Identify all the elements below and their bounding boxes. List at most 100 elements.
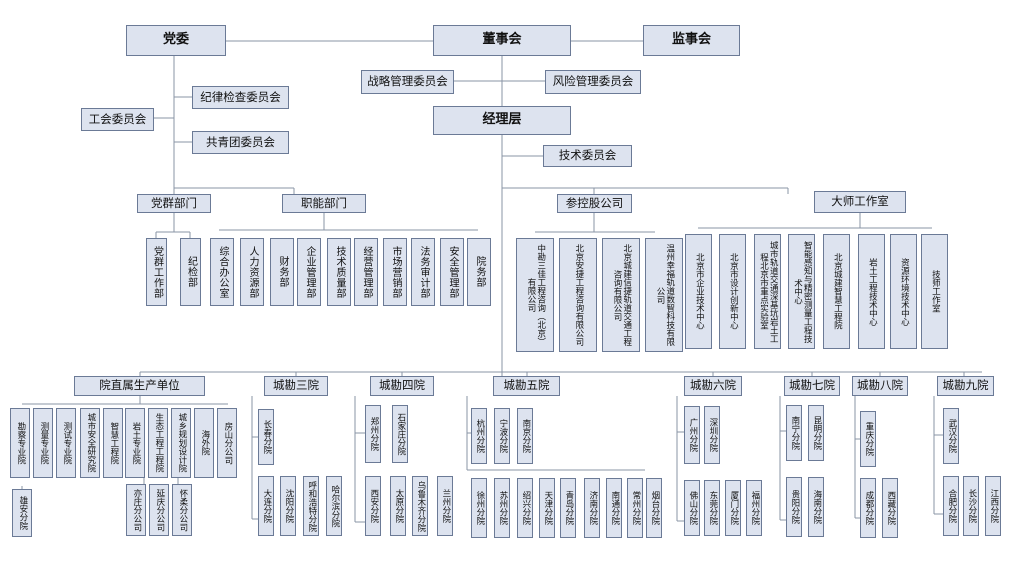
risk-committee-box: 风险管理委员会 (545, 70, 641, 94)
institute-header: 城勘三院 (264, 376, 328, 396)
branch-item: 兰州分院 (437, 476, 453, 536)
branch-item: 哈尔滨分院 (326, 476, 342, 536)
branch-item: 成都分院 (860, 478, 876, 538)
branch-item: 杭州分院 (471, 408, 487, 464)
supervisory-board-box: 监事会 (643, 25, 740, 56)
institute-header: 城勘八院 (852, 376, 908, 396)
direct-unit-item: 雄安分院 (12, 489, 32, 537)
branch-item: 郑州分院 (365, 405, 381, 463)
direct-unit-item: 城乡规划设计院 (171, 408, 191, 478)
institute-header: 院直属生产单位 (74, 376, 205, 396)
board-box: 董事会 (433, 25, 571, 56)
institute-header: 城勘七院 (784, 376, 840, 396)
functional-item: 市场营销部 (383, 238, 407, 306)
functional-item: 综合办公室 (210, 238, 234, 306)
branch-item: 宁波分院 (494, 408, 510, 464)
group-holding: 参控股公司 (557, 194, 632, 213)
strategy-committee-box: 战略管理委员会 (361, 70, 454, 94)
direct-unit-item: 城市安全研究院 (80, 408, 100, 478)
direct-unit-item: 智慧工程院 (103, 408, 123, 478)
functional-item: 财务部 (270, 238, 294, 306)
branch-item: 深圳分院 (704, 406, 720, 464)
branch-item: 佛山分院 (684, 480, 700, 536)
direct-unit-item: 怀柔分公司 (172, 484, 192, 536)
discipline-committee-box: 纪律检查委员会 (192, 86, 289, 109)
branch-item: 沈阳分院 (280, 476, 296, 536)
party-mass-item: 纪检部 (180, 238, 201, 306)
studio-item: 北京市设计创新中心 (719, 234, 746, 349)
direct-unit-item: 亦庄分公司 (126, 484, 146, 536)
branch-item: 东莞分院 (704, 480, 720, 536)
tech-committee-box: 技术委员会 (543, 145, 632, 167)
group-party-mass: 党群部门 (137, 194, 211, 213)
branch-item: 苏州分院 (494, 478, 510, 538)
direct-unit-item: 房山分公司 (217, 408, 237, 478)
holding-company-item: 北京安捷工程咨询有限公司 (559, 238, 597, 352)
party-mass-item: 党群工作部 (146, 238, 167, 306)
youth-league-committee-box: 共青团委员会 (192, 131, 289, 154)
branch-item: 重庆分院 (860, 411, 876, 467)
union-committee-box: 工会委员会 (81, 108, 154, 131)
studio-item: 北京城建智慧工程院 (823, 234, 850, 349)
party-committee-box: 党委 (126, 25, 226, 56)
branch-item: 福州分院 (746, 480, 762, 536)
functional-item: 人力资源部 (240, 238, 264, 306)
studio-item: 技师工作室 (921, 234, 948, 349)
functional-item: 法务审计部 (411, 238, 435, 306)
branch-item: 常州分院 (627, 478, 643, 538)
functional-item: 企业管理部 (297, 238, 321, 306)
direct-unit-item: 勘察专业院 (10, 408, 30, 478)
group-functional: 职能部门 (282, 194, 366, 213)
studio-item: 资源环境技术中心 (890, 234, 917, 349)
branch-item: 西藏分院 (882, 478, 898, 538)
direct-unit-item: 测试专业院 (56, 408, 76, 478)
direct-unit-item: 岩土专业院 (125, 408, 145, 478)
functional-item: 安全管理部 (440, 238, 464, 306)
branch-item: 绍兴分院 (517, 478, 533, 538)
branch-item: 徐州分院 (471, 478, 487, 538)
branch-item: 石家庄分院 (392, 405, 408, 463)
holding-company-item: 中勘三佳工程咨询（北京）有限公司 (516, 238, 554, 352)
group-master-studios: 大师工作室 (814, 191, 906, 213)
branch-item: 广州分院 (684, 406, 700, 464)
branch-item: 乌鲁木齐分院 (412, 476, 428, 536)
management-box: 经理层 (433, 106, 571, 135)
branch-item: 呼和浩特分院 (303, 476, 319, 536)
branch-item: 长沙分院 (963, 476, 979, 536)
branch-item: 海南分院 (808, 477, 824, 537)
branch-item: 济南分院 (584, 478, 600, 538)
direct-unit-item: 测量专业院 (33, 408, 53, 478)
holding-company-item: 温州幸福轨道数智科技有限公司 (645, 238, 683, 352)
institute-header: 城勘五院 (493, 376, 560, 396)
holding-company-item: 北京城建信捷轨道交通工程咨询有限公司 (602, 238, 640, 352)
branch-item: 武汉分院 (943, 408, 959, 464)
direct-unit-item: 生态工程工程院 (148, 408, 168, 478)
functional-item: 院务部 (467, 238, 491, 306)
branch-item: 江西分院 (985, 476, 1001, 536)
branch-item: 南通分院 (606, 478, 622, 538)
studio-item: 北京市企业技术中心 (685, 234, 712, 349)
studio-item: 岩土工程技术中心 (858, 234, 885, 349)
studio-item: 智能感知与精密测量工程技术中心 (788, 234, 815, 349)
branch-item: 天津分院 (539, 478, 555, 538)
branch-item: 厦门分院 (725, 480, 741, 536)
institute-header: 城勘四院 (370, 376, 434, 396)
branch-item: 长春分院 (258, 409, 274, 465)
functional-item: 经营管理部 (354, 238, 378, 306)
institute-header: 城勘六院 (684, 376, 742, 396)
branch-item: 贵阳分院 (786, 477, 802, 537)
institute-header: 城勘九院 (937, 376, 994, 396)
branch-item: 太原分院 (390, 476, 406, 536)
branch-item: 大连分院 (258, 476, 274, 536)
functional-item: 技术质量部 (327, 238, 351, 306)
direct-unit-item: 延庆分公司 (149, 484, 169, 536)
branch-item: 青岛分院 (560, 478, 576, 538)
branch-item: 合肥分院 (943, 476, 959, 536)
studio-item: 城市轨道交通深基坑岩土工程北京市重点实验室 (754, 234, 781, 349)
branch-item: 西安分院 (365, 476, 381, 536)
branch-item: 南宁分院 (786, 405, 802, 461)
branch-item: 南京分院 (517, 408, 533, 464)
direct-unit-item: 海外院 (194, 408, 214, 478)
